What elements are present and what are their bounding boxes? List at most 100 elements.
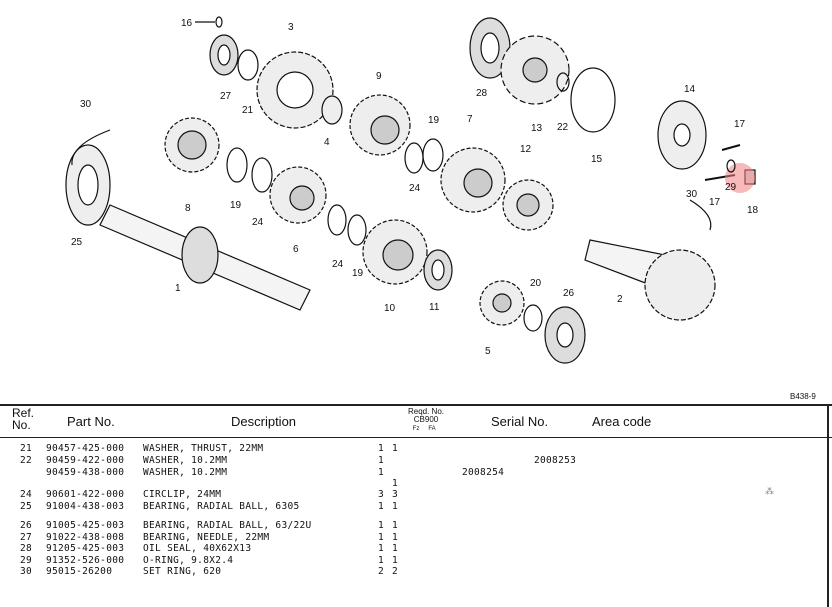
callout-label-14: 14: [684, 84, 696, 95]
cell-fa: 1: [392, 443, 399, 454]
callout-label-21: 21: [242, 105, 254, 116]
callout-label-19: 19: [352, 268, 364, 279]
washer-20: [523, 304, 543, 332]
cell-fa: 3: [392, 489, 399, 500]
callout-label-22: 22: [557, 122, 569, 133]
countershaft-gear: [644, 249, 716, 321]
cell-ref: 26: [20, 520, 33, 531]
callout-label-12: 12: [520, 144, 532, 155]
washer-19: [422, 138, 444, 172]
cell-ref: 24: [20, 489, 33, 500]
cell-desc: O-RING, 9.8X2.4: [143, 555, 234, 566]
cell-fz: 1: [378, 467, 385, 478]
mainshaft-part: [99, 204, 311, 311]
cell-desc: CIRCLIP, 24MM: [143, 489, 222, 500]
cell-ref: 29: [20, 555, 33, 566]
cell-part: 90459-422-000: [46, 455, 125, 466]
gear-12: [502, 179, 554, 231]
callout-label-5: 5: [485, 346, 491, 357]
cell-part: 91004-438-003: [46, 501, 125, 512]
gear-8: [164, 117, 220, 173]
figure-code: B438-9: [790, 392, 816, 401]
o-ring-highlight: [725, 163, 755, 193]
callout-label-30: 30: [686, 189, 698, 200]
table-top-rule: [0, 404, 832, 406]
cell-fz: 1: [378, 555, 385, 566]
cell-fa: 1: [392, 520, 399, 531]
cell-desc: OIL SEAL, 40X62X13: [143, 543, 252, 554]
cell-ref: 22: [20, 455, 33, 466]
circlip-24: [404, 142, 424, 174]
cell-ref: 28: [20, 543, 33, 554]
callout-label-3: 3: [288, 22, 294, 33]
bearing-27: [209, 34, 239, 76]
callout-label-26: 26: [563, 288, 575, 299]
cell-part: 95015-26200: [46, 566, 113, 577]
callout-label-27: 27: [220, 91, 232, 102]
callout-label-28: 28: [476, 88, 488, 99]
scan-smudge: ⁂: [765, 486, 774, 496]
gear-3: [256, 51, 334, 129]
callout-label-6: 6: [293, 244, 299, 255]
callout-label-24: 24: [332, 259, 344, 270]
callout-label-30: 30: [80, 99, 92, 110]
callout-label-24: 24: [409, 183, 421, 194]
cell-fa: 1: [392, 532, 399, 543]
callout-label-24: 24: [252, 217, 264, 228]
header-area-code: Area code: [592, 414, 652, 429]
table-right-border: [827, 404, 829, 607]
cell-ref: 25: [20, 501, 33, 512]
cell-ref: 30: [20, 566, 33, 577]
cell-desc: SET RING, 620: [143, 566, 222, 577]
gear-7: [440, 147, 506, 213]
plate-15: [570, 67, 616, 133]
cell-serial-b: 2008253: [534, 455, 577, 466]
callout-label-18: 18: [747, 205, 759, 216]
callout-label-19: 19: [230, 200, 242, 211]
header-fa: FA: [428, 426, 436, 432]
header-fz: Fz: [412, 426, 420, 432]
callout-label-17: 17: [734, 119, 746, 130]
header-description: Description: [231, 414, 297, 429]
cell-desc: WASHER, THRUST, 22MM: [143, 443, 264, 454]
cell-desc: WASHER, 10.2MM: [143, 455, 228, 466]
cell-fz: 3: [378, 489, 385, 500]
callout-label-29: 29: [725, 182, 737, 193]
header-serial-no: Serial No.: [491, 414, 549, 429]
callout-label-13: 13: [531, 123, 543, 134]
callout-label-9: 9: [376, 71, 382, 82]
cell-serial-a: 2008254: [462, 467, 505, 478]
callout-label-19: 19: [428, 115, 440, 126]
callout-label-16: 16: [181, 18, 193, 29]
cell-fa: 1: [392, 478, 399, 489]
bushing-4: [321, 95, 343, 125]
cell-fz: 1: [378, 455, 385, 466]
callout-label-10: 10: [384, 303, 396, 314]
cell-fa: 1: [392, 555, 399, 566]
callout-label-20: 20: [530, 278, 542, 289]
header-reqd-no: Reqd. No.: [407, 407, 445, 416]
header-ref-no: Ref. No.: [12, 406, 35, 432]
cell-fz: 1: [378, 501, 385, 512]
cell-ref: 27: [20, 532, 33, 543]
cell-desc: BEARING, NEEDLE, 22MM: [143, 532, 270, 543]
bearing-11: [423, 249, 453, 291]
cell-fz: 1: [378, 520, 385, 531]
cell-part: 91205-425-003: [46, 543, 125, 554]
gear-10: [362, 219, 428, 285]
washer-22: [556, 72, 570, 92]
cell-fz: 2: [378, 566, 385, 577]
cell-desc: BEARING, RADIAL BALL, 63/22U: [143, 520, 312, 531]
gear-9: [349, 94, 411, 156]
header-part-no: Part No.: [67, 414, 115, 429]
sprocket-13: [500, 35, 570, 105]
callout-label-25: 25: [71, 237, 83, 248]
callout-label-17: 17: [709, 197, 721, 208]
cell-part: 90459-438-000: [46, 467, 125, 478]
cell-fa: 1: [392, 543, 399, 554]
cell-part: 91005-425-003: [46, 520, 125, 531]
callout-label-1: 1: [175, 283, 181, 294]
cell-part: 91022-438-008: [46, 532, 125, 543]
cell-part: 91352-526-000: [46, 555, 125, 566]
